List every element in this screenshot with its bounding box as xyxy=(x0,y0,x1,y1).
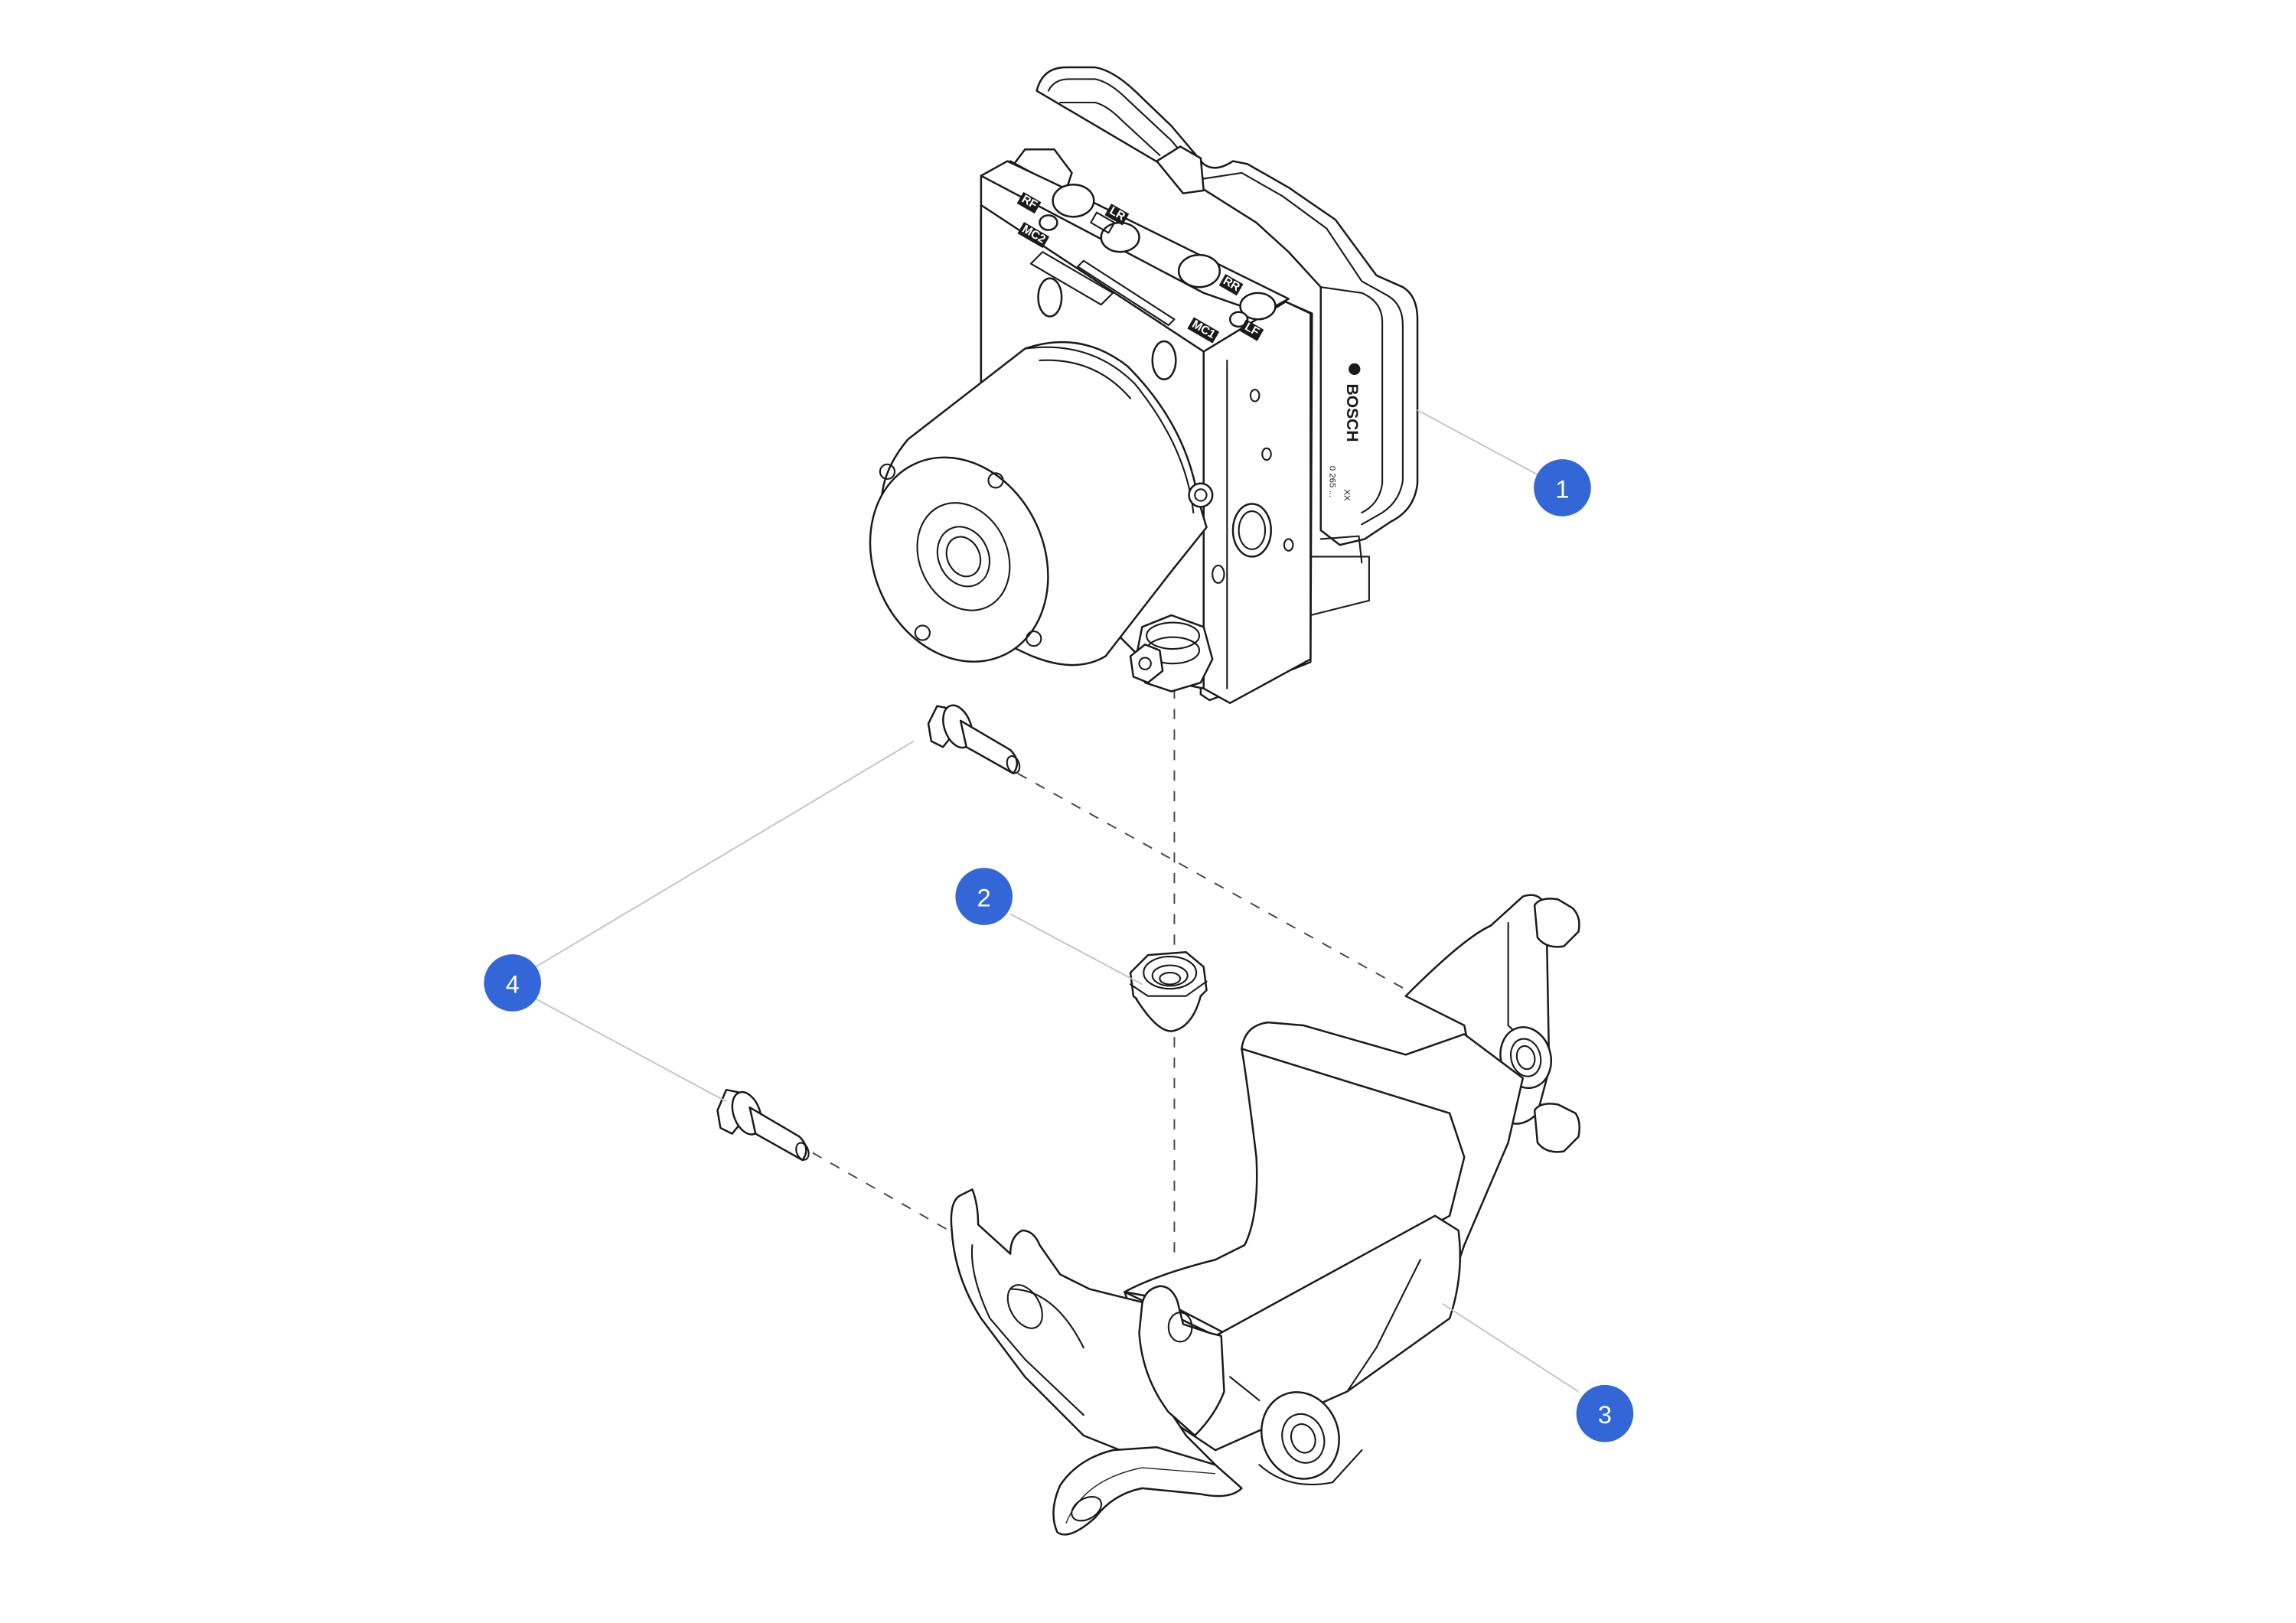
svg-text:3: 3 xyxy=(1598,1401,1612,1429)
callout-badge-2[interactable]: 2 xyxy=(955,868,1013,925)
callout-badge-4[interactable]: 4 xyxy=(484,954,541,1012)
bolt-upper xyxy=(927,704,1021,774)
mounting-bracket xyxy=(950,894,1580,1536)
abs-modulator: RF LR MC2 RR MC1 LF xyxy=(869,66,1419,705)
svg-text:1: 1 xyxy=(1555,475,1569,503)
svg-text:4: 4 xyxy=(506,970,520,998)
svg-text:XX: XX xyxy=(1342,489,1351,501)
svg-text:BOSCH: BOSCH xyxy=(1343,384,1361,442)
bolt-lower xyxy=(716,1088,810,1162)
part-number-label: 0 265 ... XX xyxy=(1327,466,1351,501)
callout-badge-3[interactable]: 3 xyxy=(1576,1384,1634,1442)
svg-text:0 265 ...: 0 265 ... xyxy=(1327,466,1336,497)
callout-badge-1[interactable]: 1 xyxy=(1534,459,1591,517)
svg-text:2: 2 xyxy=(977,884,991,911)
leader-lines xyxy=(535,409,1580,1393)
brand-label: BOSCH xyxy=(1343,363,1361,442)
grommet-nut xyxy=(1129,951,1208,1032)
